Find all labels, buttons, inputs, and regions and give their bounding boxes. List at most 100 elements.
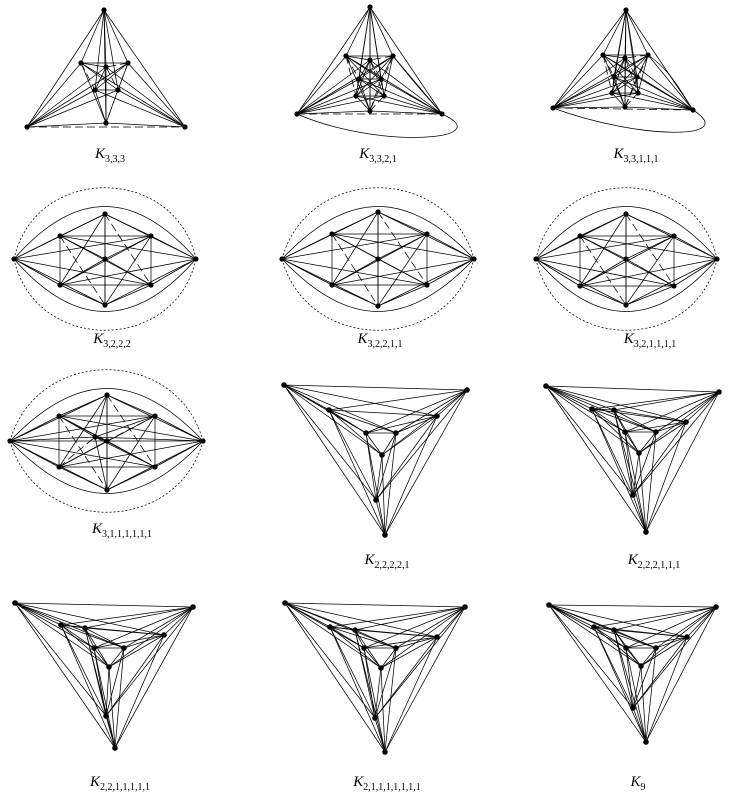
edge <box>545 385 657 433</box>
edge <box>673 235 718 260</box>
edge <box>331 258 379 286</box>
caption-k33111: K3,3,1,1,1 <box>613 146 659 165</box>
vertex <box>684 634 690 640</box>
edge <box>103 9 119 91</box>
edge <box>328 409 377 501</box>
edge <box>329 626 376 719</box>
vertex <box>152 413 158 419</box>
edge <box>613 76 626 108</box>
edge <box>328 409 438 417</box>
edge <box>625 636 688 649</box>
edge <box>59 213 106 286</box>
edge <box>108 634 165 668</box>
vertex <box>282 600 288 606</box>
edge <box>380 78 443 115</box>
vertex <box>121 645 127 651</box>
edge <box>602 54 613 94</box>
edge <box>355 78 360 97</box>
edge <box>104 258 197 306</box>
edge <box>9 436 96 442</box>
edge <box>593 626 627 649</box>
edge <box>14 602 194 608</box>
edge <box>591 408 640 454</box>
edge <box>545 385 626 433</box>
edge <box>645 606 717 743</box>
edge <box>84 606 194 629</box>
vertex <box>630 492 636 498</box>
edge <box>105 89 119 124</box>
edge <box>613 76 694 111</box>
edge <box>377 211 428 235</box>
edge <box>545 385 615 411</box>
curved-edge <box>9 440 204 494</box>
vertex <box>363 430 369 436</box>
edge <box>611 57 626 94</box>
edge <box>284 602 438 638</box>
edge <box>331 284 379 307</box>
caption-k333: K3,3,3 <box>94 146 126 165</box>
vertex <box>103 64 109 70</box>
edge <box>284 602 365 649</box>
edge <box>283 384 386 536</box>
edge <box>358 55 394 80</box>
edge <box>80 62 107 124</box>
vertex <box>148 282 154 288</box>
edge <box>613 409 634 496</box>
edge <box>117 89 186 128</box>
edge <box>579 235 627 260</box>
edge <box>625 647 634 709</box>
edge <box>93 647 107 717</box>
edge <box>284 602 386 753</box>
vertex <box>643 739 649 745</box>
curved-edge <box>281 258 475 312</box>
vertex <box>623 7 629 13</box>
edge <box>284 602 382 669</box>
edge <box>328 409 386 536</box>
vertex <box>591 624 597 630</box>
vertex <box>390 53 396 59</box>
edge <box>593 606 717 628</box>
vertex <box>356 76 362 82</box>
edge <box>591 408 615 411</box>
vertex <box>112 745 118 751</box>
edge <box>84 627 165 636</box>
edge <box>685 391 720 423</box>
edge <box>60 606 194 626</box>
edge <box>26 62 129 128</box>
edge <box>355 95 371 112</box>
edge <box>624 57 639 94</box>
edge <box>640 665 647 743</box>
edge <box>14 602 95 649</box>
edge <box>591 408 657 433</box>
edge <box>84 627 125 649</box>
edge <box>645 647 657 743</box>
curved-edge <box>535 258 718 331</box>
edge <box>369 55 394 61</box>
edge <box>645 421 687 533</box>
edge <box>296 55 347 115</box>
edge <box>80 62 107 68</box>
edge <box>625 9 694 111</box>
curved-edge <box>281 258 475 331</box>
edge <box>369 6 394 57</box>
edge <box>579 213 627 287</box>
edge <box>105 666 110 717</box>
curved-edge <box>296 55 458 138</box>
edge <box>611 76 615 94</box>
edge <box>625 213 675 237</box>
edge <box>625 235 675 306</box>
vertex <box>683 419 689 425</box>
edge <box>383 95 443 115</box>
vertex <box>152 464 158 470</box>
edge <box>602 54 639 94</box>
edge <box>296 59 371 115</box>
edge <box>374 636 438 719</box>
edge <box>380 78 385 97</box>
edge <box>638 452 647 533</box>
edge <box>150 235 197 260</box>
edge <box>59 213 106 237</box>
vertex <box>12 600 18 606</box>
edge <box>123 634 165 649</box>
edge <box>105 66 186 128</box>
edge <box>154 415 204 442</box>
